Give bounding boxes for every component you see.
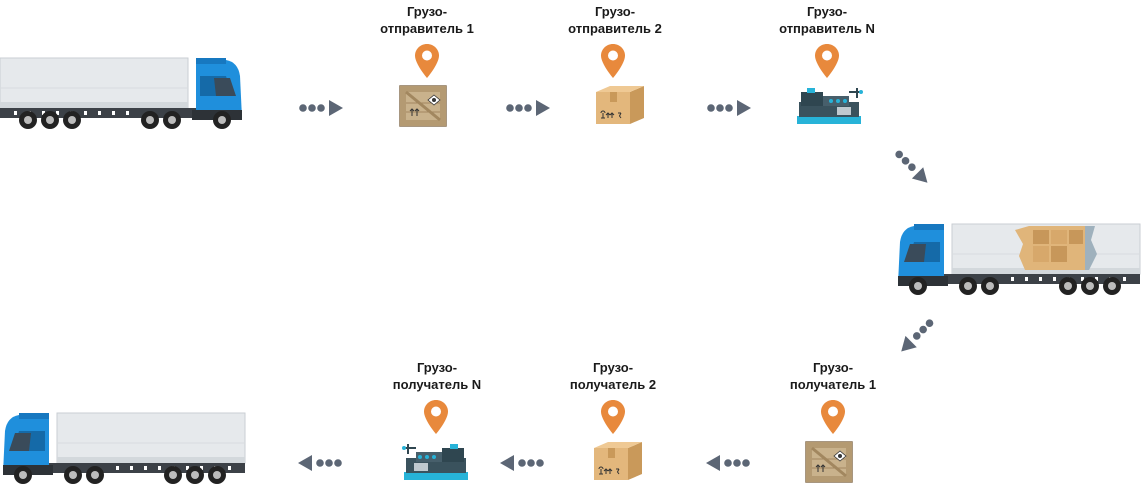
machine-icon — [401, 443, 469, 481]
sender-2-line2: отправитель 2 — [568, 21, 662, 36]
location-pin-icon — [815, 44, 839, 78]
sender-n-label: Грузо- отправитель N — [762, 3, 892, 37]
sender-n-line1: Грузо- — [806, 4, 848, 19]
machine-icon — [796, 87, 864, 125]
receiver-n-label: Грузо- получатель N — [372, 359, 502, 393]
arrow-left-2 — [500, 455, 544, 471]
arrow-right-2 — [506, 100, 550, 116]
arrow-left-1 — [706, 455, 750, 471]
sender-1-line1: Грузо- — [406, 4, 448, 19]
sender-1-line2: отправитель 1 — [380, 21, 474, 36]
arrow-diagonal-down-left — [895, 314, 938, 358]
wooden-crate-icon — [398, 84, 448, 128]
location-pin-icon — [415, 44, 439, 78]
receiver-2-line2: получатель 2 — [569, 377, 657, 392]
truck-end — [2, 412, 246, 485]
receiver-n-line2: получатель N — [392, 377, 482, 392]
cardboard-box-icon — [593, 441, 643, 481]
arrow-left-3 — [298, 455, 342, 471]
arrow-diagonal-down-right — [890, 146, 934, 189]
sender-1-label: Грузо- отправитель 1 — [362, 3, 492, 37]
receiver-1-line2: получатель 1 — [789, 377, 877, 392]
wooden-crate-icon — [804, 440, 854, 484]
location-pin-icon — [601, 400, 625, 434]
truck-start — [0, 57, 243, 130]
sender-n-line2: отправитель N — [779, 21, 875, 36]
cardboard-box-icon — [595, 85, 645, 125]
receiver-1-label: Грузо- получатель 1 — [768, 359, 898, 393]
receiver-1-line1: Грузо- — [812, 360, 854, 375]
arrow-right-1 — [299, 100, 343, 116]
sender-2-label: Грузо- отправитель 2 — [550, 3, 680, 37]
arrow-right-3 — [707, 100, 751, 116]
receiver-2-label: Грузо- получатель 2 — [548, 359, 678, 393]
location-pin-icon — [821, 400, 845, 434]
truck-loaded — [897, 223, 1141, 296]
location-pin-icon — [601, 44, 625, 78]
receiver-n-line1: Грузо- — [416, 360, 458, 375]
receiver-2-line1: Грузо- — [592, 360, 634, 375]
cargo-boxes-icon — [1015, 226, 1097, 270]
location-pin-icon — [424, 400, 448, 434]
sender-2-line1: Грузо- — [594, 4, 636, 19]
